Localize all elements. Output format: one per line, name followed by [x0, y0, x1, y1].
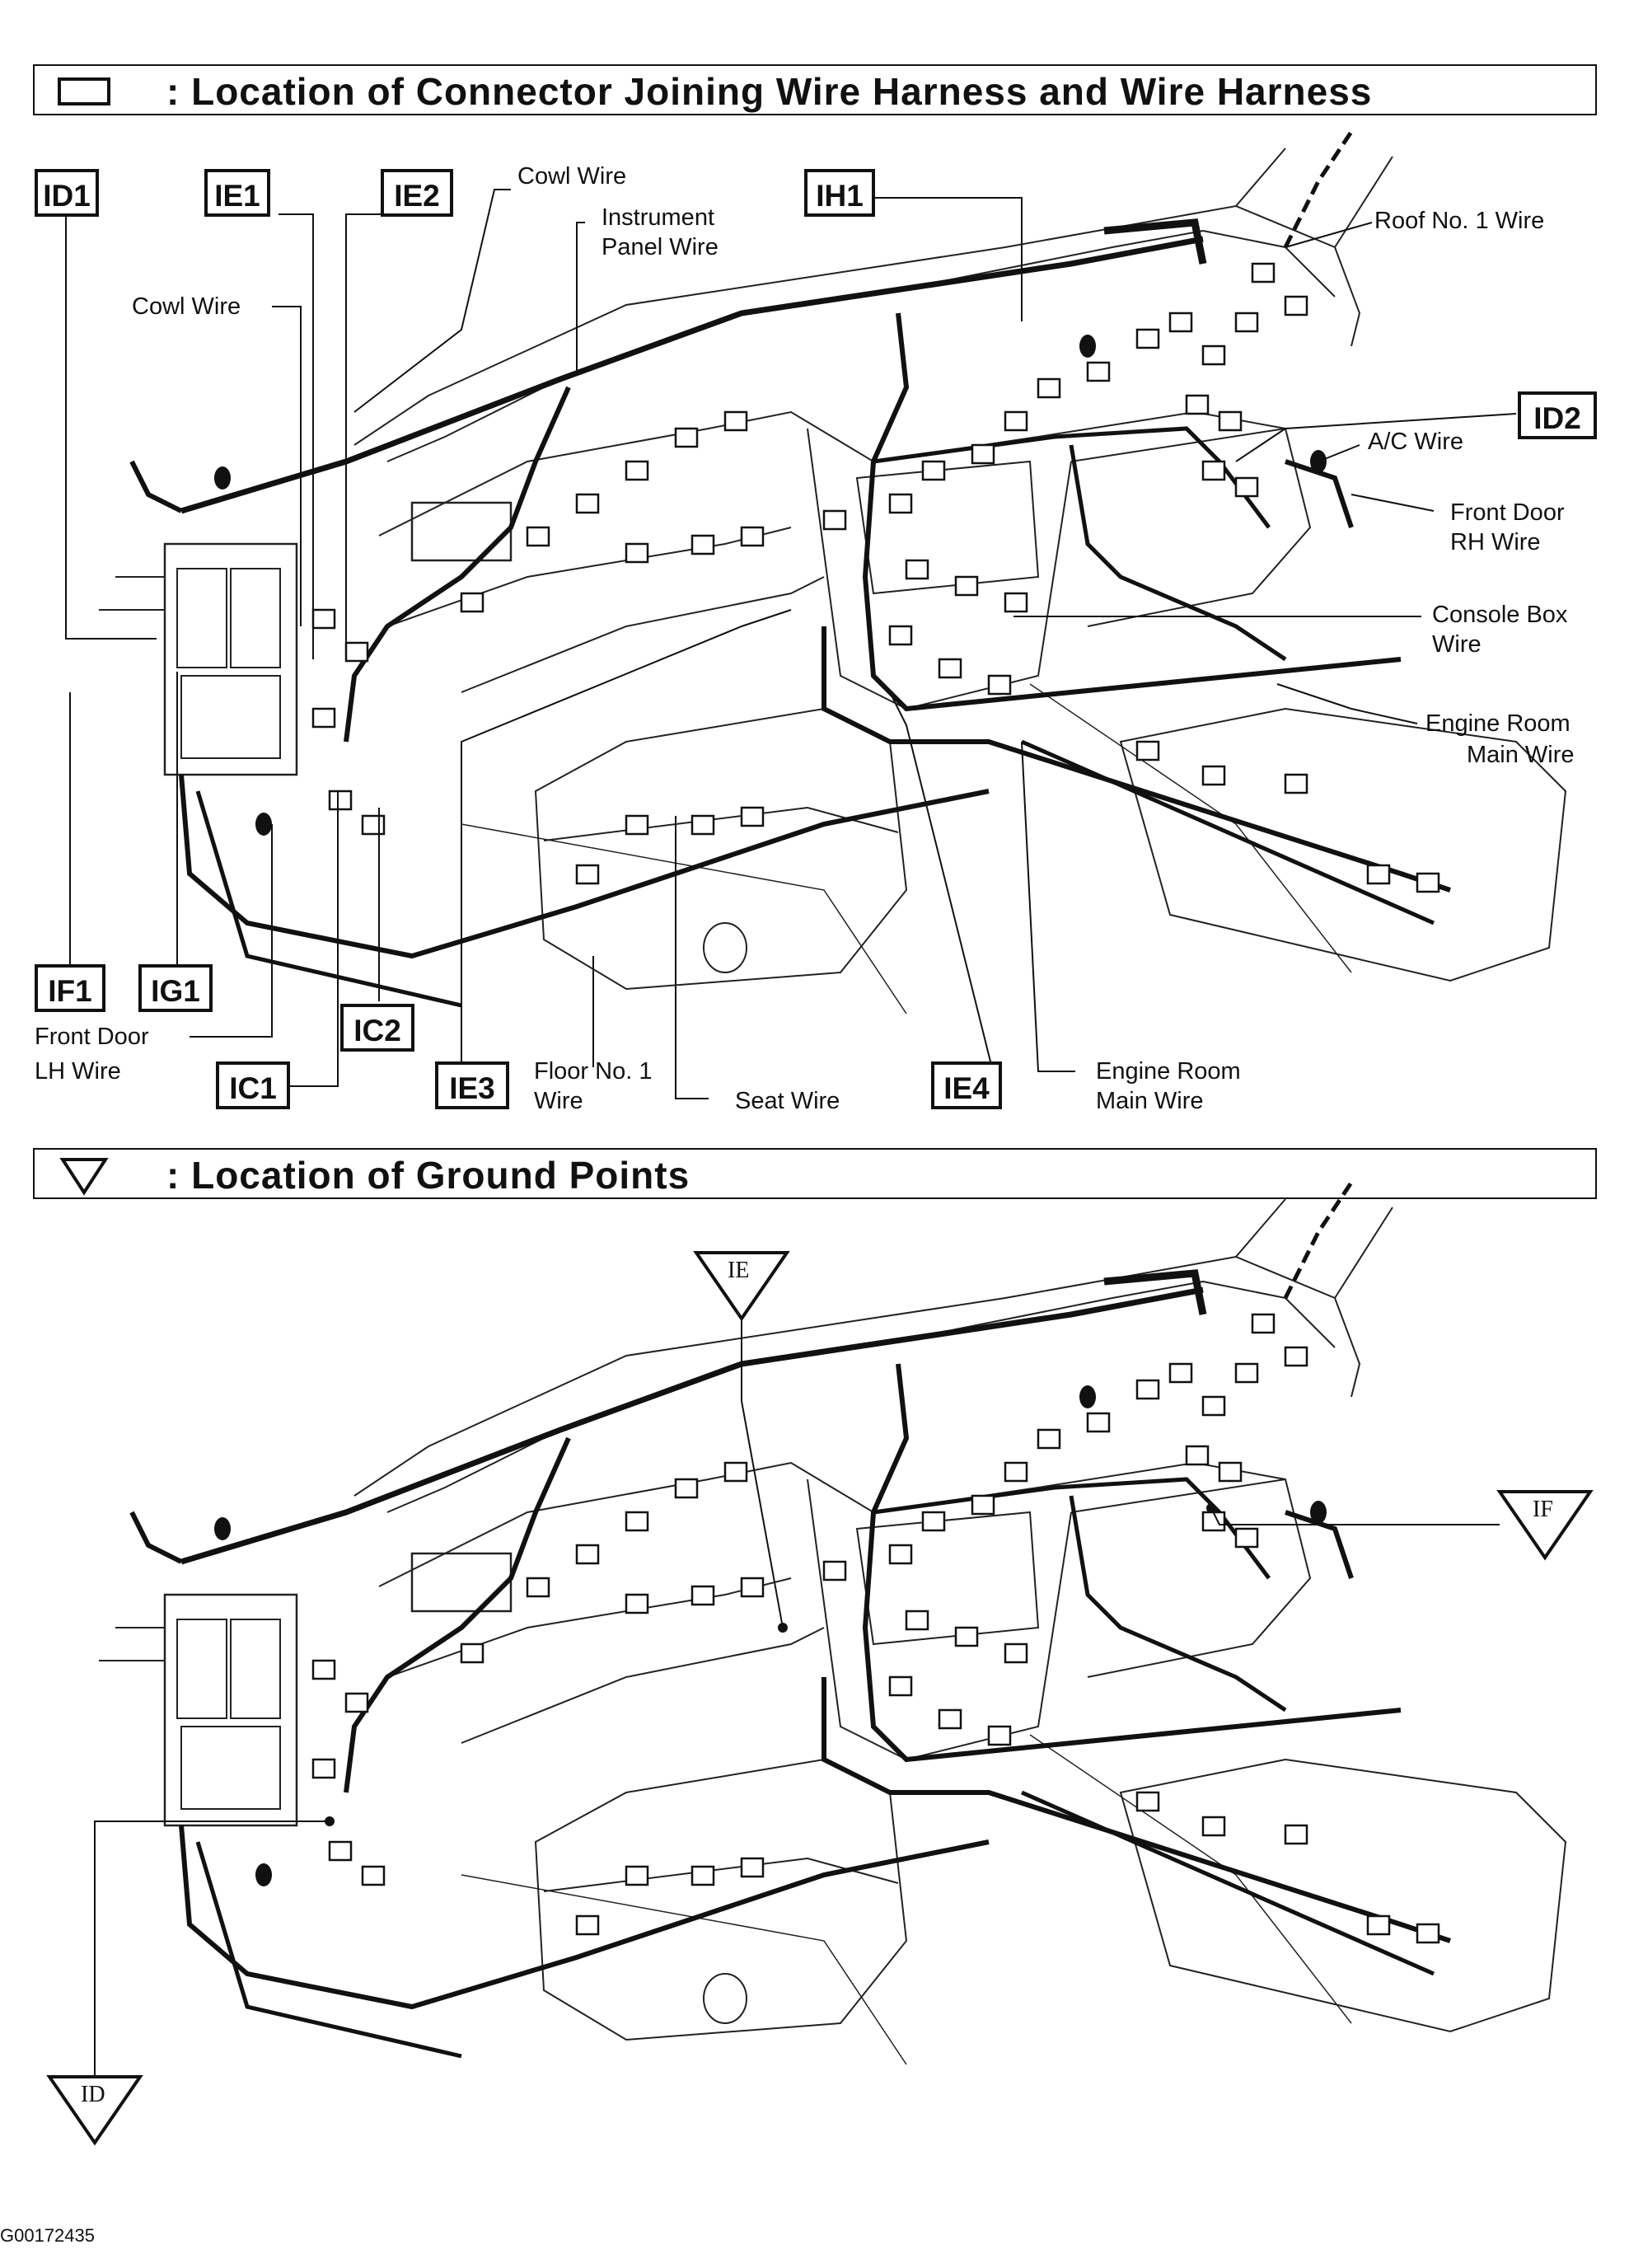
label-engine-room-main-bottom-1: Engine Room [1096, 1058, 1241, 1085]
connector-ie3: IE3 [435, 1061, 509, 1109]
figure-id: G00172435 [0, 2225, 95, 2246]
connector-ih1: IH1 [804, 169, 875, 217]
label-seat-wire: Seat Wire [735, 1088, 840, 1114]
label-front-door-rh-2: RH Wire [1450, 529, 1541, 555]
triangle-down-outline-icon [59, 1158, 109, 1196]
label-cowl-wire-top: Cowl Wire [517, 163, 627, 190]
ground-point-id-label: ID [81, 2082, 105, 2107]
label-floor-no1-2: Wire [534, 1088, 583, 1114]
label-front-door-lh-1: Front Door [35, 1024, 149, 1050]
label-engine-room-main-bottom-2: Main Wire [1096, 1088, 1204, 1114]
label-cowl-wire-left: Cowl Wire [132, 293, 241, 320]
ground-section-header: : Location of Ground Points [33, 1148, 1597, 1199]
connector-section-header: : Location of Connector Joining Wire Har… [33, 64, 1597, 115]
label-engine-room-main-right-2: Main Wire [1467, 742, 1575, 768]
label-ac-wire: A/C Wire [1368, 429, 1463, 455]
label-console-box-2: Wire [1432, 631, 1482, 658]
connector-diagram-art [99, 132, 1566, 1014]
connector-ie2: IE2 [381, 169, 453, 217]
ground-point-if-label: IF [1533, 1497, 1553, 1522]
connector-id2: ID2 [1518, 391, 1597, 439]
connector-section-title: : Location of Connector Joining Wire Har… [166, 70, 1373, 113]
ground-point-if-triangle [1496, 1490, 1594, 1561]
connector-ig1: IG1 [138, 964, 213, 1012]
square-outline-icon [58, 77, 110, 105]
connector-id1: ID1 [35, 169, 99, 217]
connector-ie1: IE1 [204, 169, 270, 217]
label-console-box-1: Console Box [1432, 602, 1568, 628]
ground-point-ie-label: IE [728, 1258, 750, 1283]
connector-ic2: IC2 [340, 1004, 414, 1052]
label-front-door-lh-2: LH Wire [35, 1058, 121, 1085]
label-instrument-panel-wire-2: Panel Wire [602, 234, 719, 260]
connector-ic1: IC1 [216, 1061, 290, 1109]
connector-if1: IF1 [35, 964, 105, 1012]
label-engine-room-main-right-1: Engine Room [1425, 710, 1570, 737]
connector-ie4: IE4 [931, 1061, 1002, 1109]
label-front-door-rh-1: Front Door [1450, 499, 1565, 526]
ground-point-ie-triangle [693, 1251, 790, 1322]
label-floor-no1-1: Floor No. 1 [534, 1058, 653, 1085]
label-instrument-panel-wire-1: Instrument [602, 204, 714, 231]
ground-diagram-art [99, 1183, 1566, 2064]
label-roof-no1-wire: Roof No. 1 Wire [1374, 208, 1545, 234]
ground-section-title: : Location of Ground Points [166, 1154, 690, 1197]
